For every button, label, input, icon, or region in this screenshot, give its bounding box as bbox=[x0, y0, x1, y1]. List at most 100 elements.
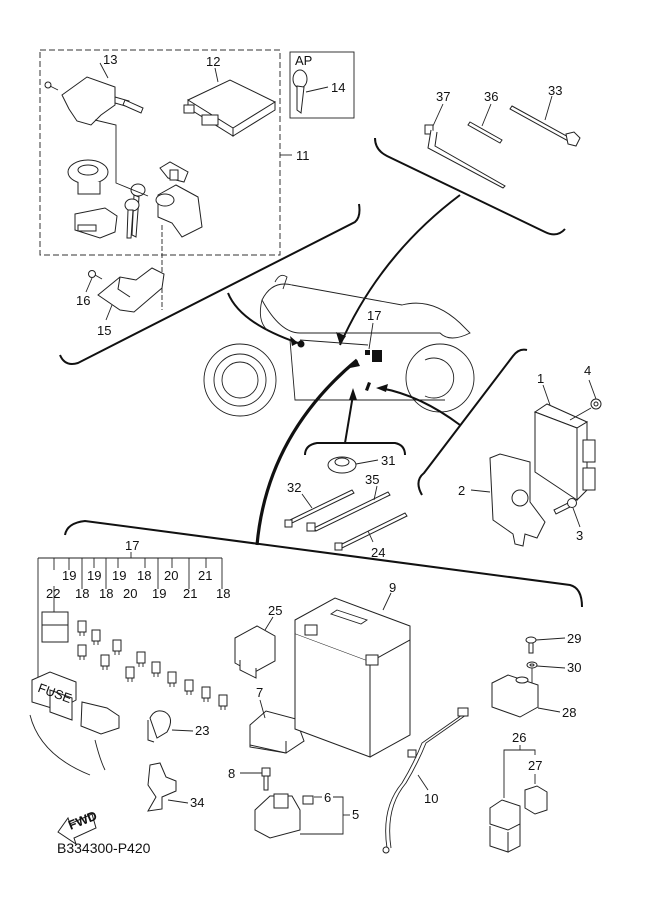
callout-9: 9 bbox=[389, 580, 396, 595]
bolt-3-part[interactable] bbox=[553, 498, 577, 515]
callout-30: 30 bbox=[567, 660, 581, 675]
washer-30-part[interactable] bbox=[526, 661, 538, 669]
nut-4-part[interactable] bbox=[590, 398, 602, 410]
fuses bbox=[77, 620, 228, 710]
callout-3: 3 bbox=[576, 528, 583, 543]
callout-4: 4 bbox=[584, 363, 591, 378]
fuse-group-bracket bbox=[64, 519, 583, 608]
cover-screw-part[interactable] bbox=[88, 270, 103, 280]
ap-label: AP bbox=[295, 53, 312, 68]
fuse-part[interactable] bbox=[184, 679, 194, 695]
battery-cable-10-part[interactable] bbox=[382, 707, 469, 854]
relay-cover-7-part[interactable] bbox=[249, 710, 305, 754]
starter-relay-5-part[interactable] bbox=[254, 793, 301, 839]
fuse-label: 20 bbox=[123, 586, 137, 601]
fuse-part[interactable] bbox=[167, 671, 177, 687]
callout-27: 27 bbox=[528, 758, 542, 773]
fuse-label: 18 bbox=[216, 586, 230, 601]
callout-7: 7 bbox=[256, 685, 263, 700]
callout-35: 35 bbox=[365, 472, 379, 487]
bolt-8-part[interactable] bbox=[261, 767, 271, 791]
motorcycle-silhouette bbox=[203, 274, 475, 417]
fuse-label: 19 bbox=[152, 586, 166, 601]
diagram-code: B334300-P420 bbox=[57, 840, 151, 856]
callout-28: 28 bbox=[562, 705, 576, 720]
band-33-part[interactable] bbox=[509, 105, 581, 147]
relay-27-part[interactable] bbox=[524, 785, 548, 815]
band-35-part[interactable] bbox=[306, 491, 391, 532]
fuse-part[interactable] bbox=[100, 654, 110, 670]
callout-15: 15 bbox=[97, 323, 111, 338]
bracket-34-part[interactable] bbox=[147, 762, 177, 812]
callout-34: 34 bbox=[190, 795, 204, 810]
fuse-part[interactable] bbox=[136, 651, 146, 667]
callout-8: 8 bbox=[228, 766, 235, 781]
fuse-label: 20 bbox=[164, 568, 178, 583]
callout-5: 5 bbox=[352, 807, 359, 822]
callout-1: 1 bbox=[537, 371, 544, 386]
callout-5-6-tree bbox=[300, 796, 350, 835]
callout-29: 29 bbox=[567, 631, 581, 646]
fuse-6-part[interactable] bbox=[302, 795, 314, 805]
cable-tie-37-part[interactable] bbox=[424, 124, 506, 189]
clamp-23-part[interactable] bbox=[147, 710, 171, 743]
clip-31-part[interactable] bbox=[327, 456, 357, 474]
fuse-part[interactable] bbox=[112, 639, 122, 655]
fuse-part[interactable] bbox=[91, 629, 101, 645]
callout-14: 14 bbox=[331, 80, 345, 95]
blank-key-part[interactable] bbox=[292, 69, 308, 114]
fuse-part[interactable] bbox=[125, 666, 135, 682]
fuse-label: 19 bbox=[112, 568, 126, 583]
switch-cover-part[interactable] bbox=[97, 267, 165, 313]
kit-group-bracket bbox=[59, 203, 361, 365]
rectifier-regulator-part[interactable] bbox=[533, 403, 596, 502]
fuse-label: 18 bbox=[99, 586, 113, 601]
fuse-part[interactable] bbox=[218, 694, 228, 710]
callout-37: 37 bbox=[436, 89, 450, 104]
callout-31: 31 bbox=[381, 453, 395, 468]
fuse-part[interactable] bbox=[77, 644, 87, 660]
lock-holder-part[interactable] bbox=[74, 207, 118, 239]
fuel-cap-lock-part[interactable] bbox=[159, 161, 189, 183]
fuse-group-leader bbox=[255, 358, 359, 546]
callout-33: 33 bbox=[548, 83, 562, 98]
battery-9-part[interactable] bbox=[294, 597, 411, 758]
bracket-2-part[interactable] bbox=[489, 453, 546, 547]
callout-24: 24 bbox=[371, 545, 385, 560]
fuse-callout-tree bbox=[37, 552, 223, 680]
clamp-36-part[interactable] bbox=[467, 121, 503, 144]
regulator-leader bbox=[379, 387, 461, 426]
fuse-labels-bottom: 22 18 18 20 19 21 18 bbox=[46, 586, 230, 601]
callout-11: 11 bbox=[296, 148, 310, 163]
callout-12: 12 bbox=[206, 54, 220, 69]
callout-26: 26 bbox=[512, 730, 526, 745]
callout-16: 16 bbox=[76, 293, 90, 308]
fuse-label: 18 bbox=[75, 586, 89, 601]
callout-13: 13 bbox=[103, 52, 117, 67]
immobilizer-unit-part[interactable] bbox=[183, 79, 276, 137]
callout-25: 25 bbox=[268, 603, 282, 618]
fuse-box-part[interactable]: FUSE bbox=[29, 611, 120, 776]
ignition-keys-part[interactable] bbox=[124, 183, 146, 239]
ignition-kit-group: 11 13 12 bbox=[39, 49, 310, 310]
fuse-part[interactable] bbox=[201, 686, 211, 702]
main-switch-part[interactable] bbox=[44, 76, 144, 126]
callout-17-bike: 17 bbox=[367, 308, 381, 323]
callout-2: 2 bbox=[458, 483, 465, 498]
screw-29-part[interactable] bbox=[525, 636, 537, 654]
fuse-part[interactable] bbox=[77, 620, 87, 636]
callout-22: 22 bbox=[46, 586, 60, 601]
seat-lock-part[interactable] bbox=[67, 159, 109, 195]
band-24-part[interactable] bbox=[334, 512, 408, 551]
band-32-part[interactable] bbox=[284, 489, 355, 528]
relay-25-part[interactable] bbox=[234, 625, 276, 679]
relay-26-part[interactable] bbox=[489, 799, 521, 853]
fuse-holder-28-part[interactable] bbox=[491, 674, 539, 718]
kit-dashed-frame bbox=[39, 49, 281, 256]
regulator-bracket bbox=[417, 348, 528, 496]
fuse-part[interactable] bbox=[151, 661, 161, 677]
fuse-label: 21 bbox=[183, 586, 197, 601]
kit-leader bbox=[227, 292, 299, 344]
steering-lock-part[interactable] bbox=[155, 184, 203, 238]
